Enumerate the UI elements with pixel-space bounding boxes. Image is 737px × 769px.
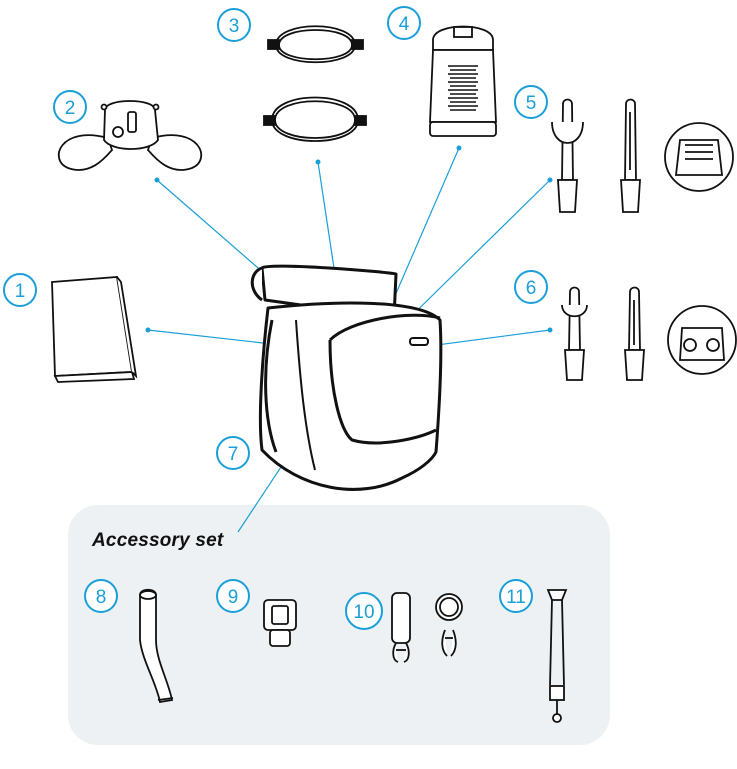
callout-1: 1: [4, 274, 36, 306]
callout-4: 4: [388, 7, 420, 39]
svg-text:1: 1: [15, 281, 26, 302]
callout-7: 7: [217, 437, 249, 469]
callout-9: 9: [217, 580, 249, 612]
tubing-icon: [264, 26, 366, 141]
callout-11: 11: [500, 580, 532, 612]
accessory-set-title: Accessory set: [92, 530, 223, 552]
svg-text:3: 3: [229, 16, 240, 37]
svg-text:7: 7: [228, 444, 239, 465]
callout-8: 8: [85, 580, 117, 612]
bottle-icon: [430, 27, 496, 137]
svg-text:11: 11: [506, 587, 526, 608]
svg-text:2: 2: [65, 98, 76, 119]
svg-text:4: 4: [399, 14, 410, 35]
callout-5: 5: [515, 86, 547, 118]
callout-3: 3: [218, 9, 250, 41]
callout-10: 10: [346, 593, 382, 629]
svg-text:9: 9: [228, 587, 239, 608]
callout-2: 2: [54, 91, 86, 123]
callout-6: 6: [515, 271, 547, 303]
svg-text:6: 6: [526, 278, 537, 299]
bag-icon: [252, 266, 441, 489]
svg-text:8: 8: [96, 587, 107, 608]
svg-text:5: 5: [526, 93, 537, 114]
svg-text:10: 10: [353, 602, 374, 623]
valve-icon-lower: [562, 288, 736, 381]
booklet-icon: [52, 277, 136, 382]
valve-icon: [552, 100, 733, 213]
